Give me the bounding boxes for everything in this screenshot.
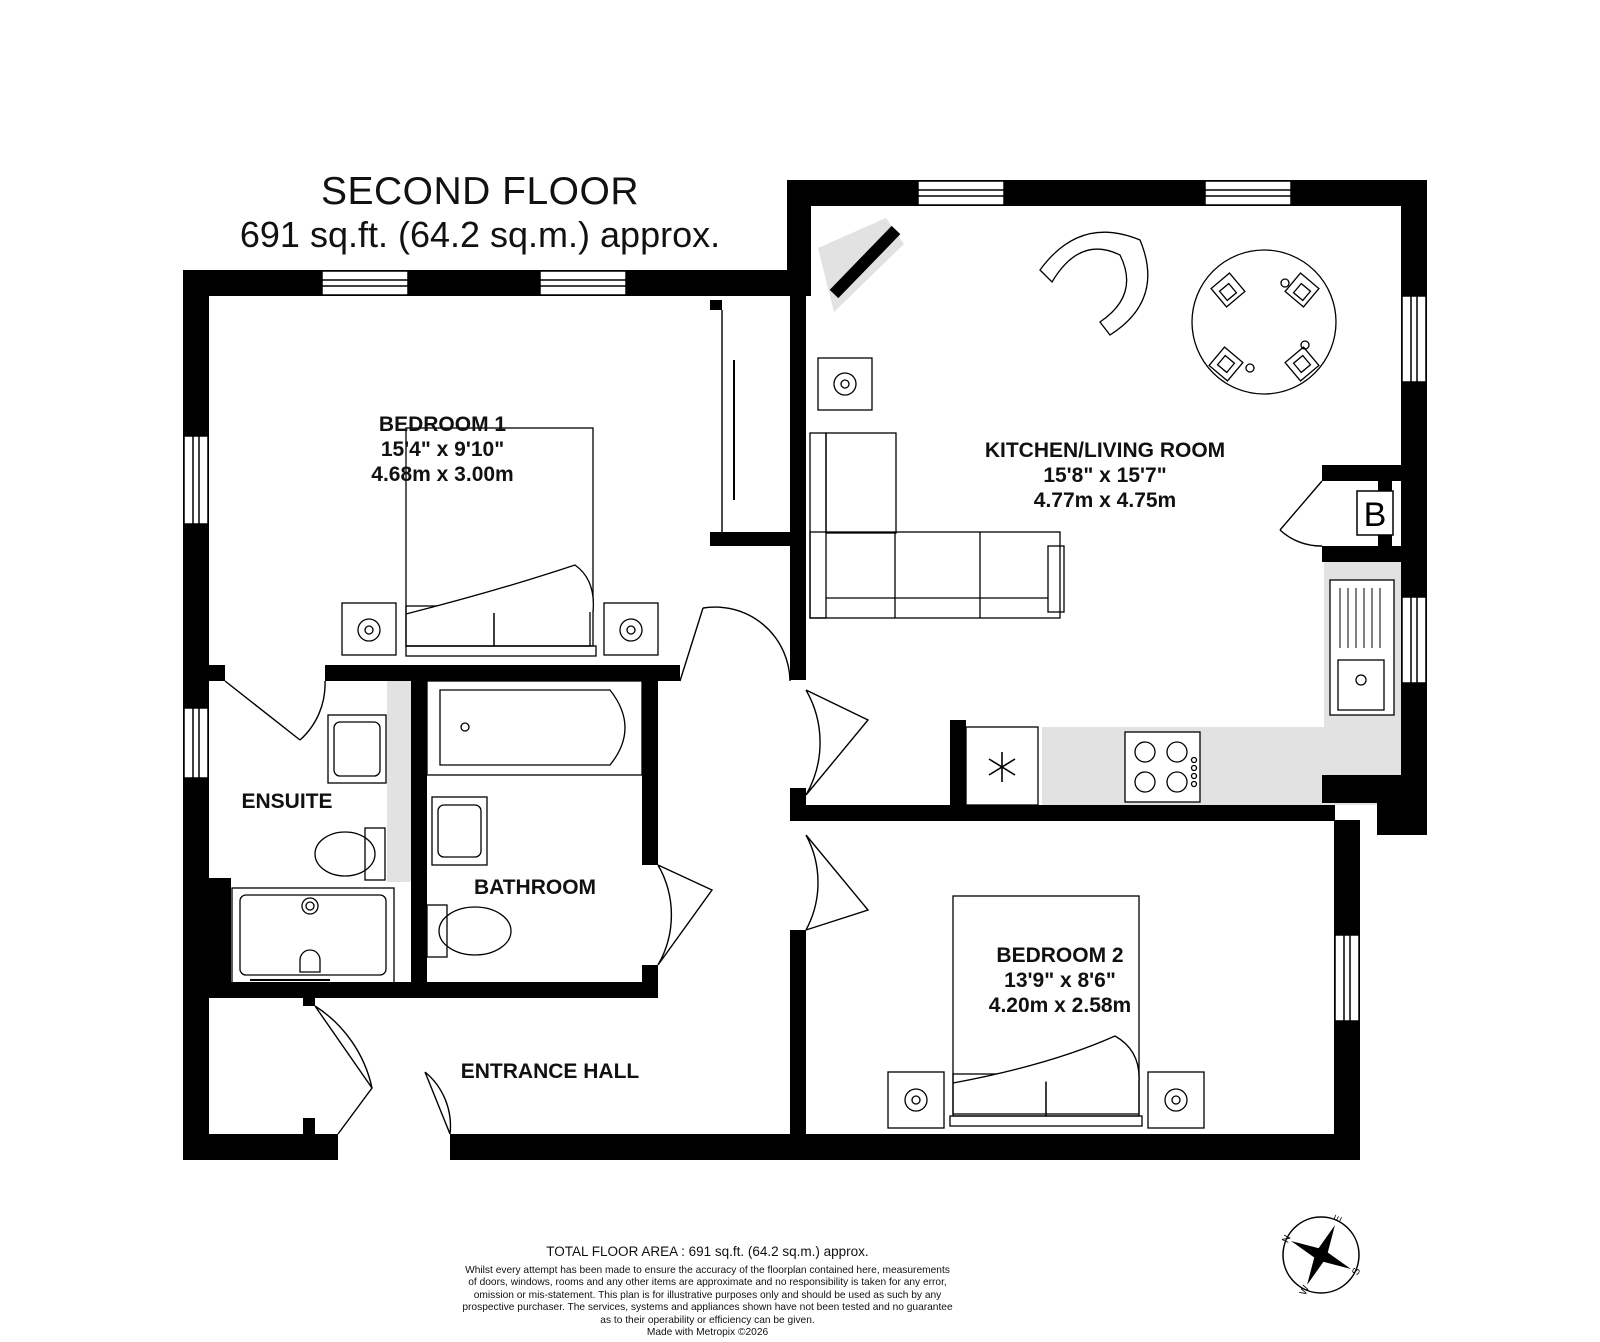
disclaimer: Whilst every attempt has been made to en… bbox=[462, 1265, 953, 1326]
boiler-label: B bbox=[1364, 496, 1387, 534]
total-floor-area: TOTAL FLOOR AREA : 691 sq.ft. (64.2 sq.m… bbox=[546, 1244, 869, 1259]
windows bbox=[183, 180, 1427, 1022]
footer: TOTAL FLOOR AREA : 691 sq.ft. (64.2 sq.m… bbox=[420, 1244, 995, 1339]
compass-e: E bbox=[1332, 1213, 1345, 1224]
furniture bbox=[231, 225, 1395, 1129]
floor-area: 691 sq.ft. (64.2 sq.m.) approx. bbox=[239, 214, 721, 255]
label-bathroom: BATHROOM bbox=[473, 876, 597, 899]
snowflake-icon bbox=[988, 752, 1016, 782]
compass-n: N bbox=[1281, 1234, 1294, 1245]
made-with-credit: Made with Metropix ©2026 bbox=[646, 1327, 769, 1339]
compass-icon: N E S W bbox=[1281, 1213, 1364, 1297]
doors bbox=[224, 310, 1323, 1135]
floor-title: SECOND FLOOR 691 sq.ft. (64.2 sq.m.) app… bbox=[180, 170, 780, 256]
floor-name: SECOND FLOOR bbox=[320, 170, 640, 213]
boiler-box bbox=[1356, 490, 1394, 536]
label-bedroom-1: BEDROOM 1 15'4" x 9'10" 4.68m x 3.00m bbox=[371, 413, 514, 486]
dining-chairs bbox=[1208, 272, 1320, 382]
walls bbox=[183, 180, 1427, 1160]
label-ensuite: ENSUITE bbox=[241, 790, 333, 813]
label-kitchen-living-room: KITCHEN/LIVING ROOM 15'8" x 15'7" 4.77m … bbox=[984, 439, 1226, 512]
label-entrance-hall: ENTRANCE HALL bbox=[460, 1060, 640, 1083]
compass-s: S bbox=[1350, 1266, 1363, 1277]
label-bedroom-2: BEDROOM 2 13'9" x 8'6" 4.20m x 2.58m bbox=[988, 944, 1132, 1017]
